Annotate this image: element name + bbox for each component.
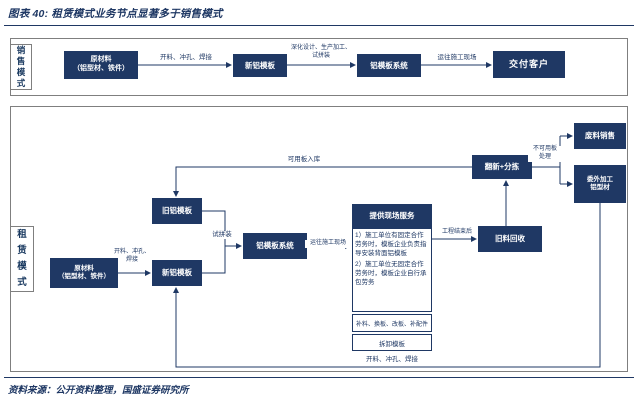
- onsite-service-header: 提供现场服务: [352, 204, 432, 228]
- sales-new-formwork-node: 新铝模板: [233, 54, 287, 77]
- sales-edge-cut-label: 开料、冲孔、焊接: [160, 54, 212, 61]
- lease-edge-trial-label: 试拼装: [203, 231, 241, 240]
- onsite-item-1: 1）施工单位有固定合作劳务时，模板企业负责指导安装背面铝模板: [355, 232, 427, 257]
- refurbish-sort-node: 翻新+分拣: [472, 155, 532, 179]
- source-note: 资料来源：公开资料整理，国盛证券研究所: [8, 385, 189, 396]
- lease-new-formwork-node: 新铝模板: [152, 260, 202, 286]
- sales-raw-material-node: 原材料 （铝型材、铁件）: [64, 51, 138, 79]
- supplement-box: 补料、换板、改板、补配件: [352, 314, 432, 332]
- usable-board-label: 可用板入库: [272, 156, 336, 165]
- lease-edge-end-label: 工程结束后: [441, 229, 472, 235]
- return-cut-label: 开料、冲孔、焊接: [366, 356, 418, 363]
- lease-raw-material-node: 原材料 （铝型材、铁件）: [50, 258, 118, 288]
- sales-section-label: 销售模式: [16, 44, 26, 89]
- sales-formwork-system-node: 铝模板系统: [357, 54, 421, 77]
- dismantle-box: 拆卸模板: [352, 334, 432, 351]
- figure-title: 图表 40: 租赁模式业务节点显著多于销售模式: [8, 8, 223, 20]
- sales-deliver-node: 交付客户: [493, 51, 565, 78]
- lease-section-label-box: 租赁模式: [10, 226, 34, 292]
- scrap-sale-node: 废料销售: [574, 123, 626, 149]
- onsite-service-details: 1）施工单位有固定合作劳务时，模板企业负责指导安装背面铝模板 2）施工单位无固定…: [352, 228, 432, 312]
- onsite-item-2: 2）施工单位无固定合作劳务时，模板企业自行承包劳务: [355, 261, 427, 286]
- sales-edge-design-label: 深化设计、生产加工、 试拼装: [290, 45, 351, 59]
- title-divider: [4, 25, 634, 26]
- lease-edge-cut-label: 开料、冲孔、 焊接: [113, 249, 150, 263]
- recycle-node: 旧料回收: [478, 226, 542, 252]
- sales-edge-ship-label: 运往施工现场: [437, 54, 477, 61]
- lease-section-label: 租赁模式: [17, 228, 27, 289]
- footer-divider: [4, 377, 634, 378]
- lease-formwork-system-node: 铝模板系统: [243, 233, 307, 259]
- lease-edge-ship-label: 运往施工现场: [305, 240, 351, 248]
- outsource-processing-node: 委外加工 铝型材: [574, 165, 626, 203]
- unusable-board-label: 不可用板 处理: [528, 146, 562, 162]
- sales-section-label-box: 销售模式: [10, 44, 32, 90]
- lease-old-formwork-node: 旧铝模板: [152, 198, 202, 224]
